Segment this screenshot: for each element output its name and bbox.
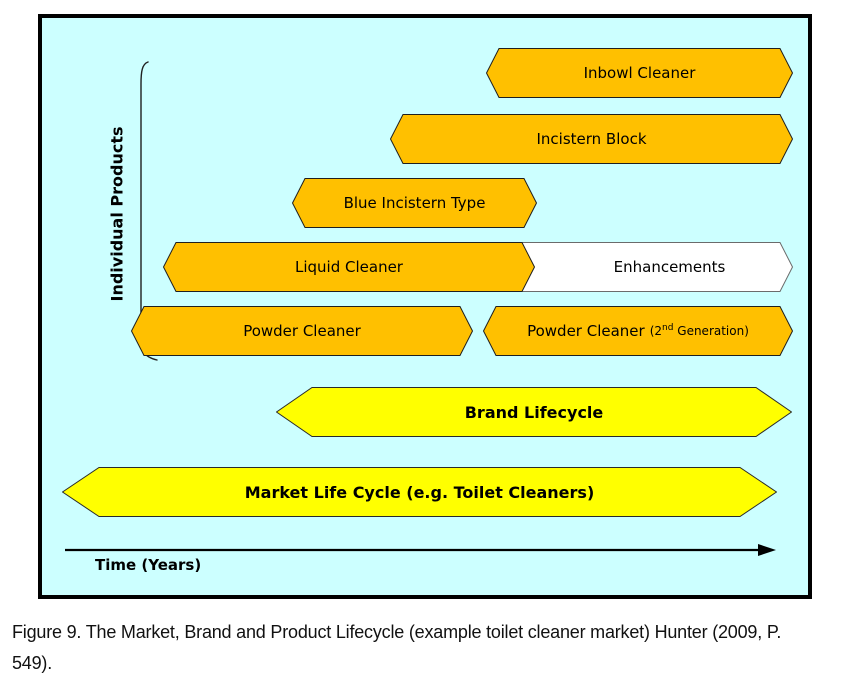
banner-shape xyxy=(62,467,777,517)
figure-caption-line-2: 549). xyxy=(12,653,53,673)
time-axis-label: Time (Years) xyxy=(95,556,202,574)
product-banner-powder-cleaner: Powder Cleaner xyxy=(131,306,473,356)
product-banner-label-main: Powder Cleaner xyxy=(527,322,645,340)
banner-shape xyxy=(131,306,473,356)
figure-caption: Figure 9. The Market, Brand and Product … xyxy=(12,617,842,679)
group-bracket-icon xyxy=(140,61,158,361)
product-banner-powder-cleaner-2nd-gen: Powder Cleaner(2nd Generation) xyxy=(483,306,793,356)
banner-shape xyxy=(276,387,792,437)
product-banner-label: Liquid Cleaner xyxy=(295,258,403,276)
product-banner-label: Powder Cleaner xyxy=(243,322,361,340)
figure-caption-line-1: Figure 9. The Market, Brand and Product … xyxy=(12,622,782,642)
time-axis-arrow-icon xyxy=(65,544,776,556)
product-banner-liquid-cleaner: Liquid Cleaner xyxy=(163,242,535,292)
product-banner-label-generation: (2nd Generation) xyxy=(649,323,749,339)
product-banner-label: Blue Incistern Type xyxy=(343,194,486,212)
product-banner-enhancements: Enhancements xyxy=(520,242,793,292)
banner-shape xyxy=(483,306,793,356)
market-lifecycle-arrow: Market Life Cycle (e.g. Toilet Cleaners) xyxy=(62,467,777,517)
product-banner-label: Enhancements xyxy=(613,258,726,276)
market-lifecycle-label: Market Life Cycle (e.g. Toilet Cleaners) xyxy=(244,482,595,502)
product-banner-label: Powder Cleaner(2nd Generation) xyxy=(483,306,793,356)
banner-shape xyxy=(390,114,793,164)
product-banner-label: Incistern Block xyxy=(536,130,647,148)
brand-lifecycle-label: Brand Lifecycle xyxy=(464,402,604,422)
product-banner-blue-incistern-type: Blue Incistern Type xyxy=(292,178,537,228)
brand-lifecycle-arrow: Brand Lifecycle xyxy=(276,387,792,437)
banner-shape xyxy=(292,178,537,228)
banner-shape xyxy=(163,242,535,292)
product-banner-incistern-block: Incistern Block xyxy=(390,114,793,164)
banner-shape xyxy=(486,48,793,98)
y-axis-label: Individual Products xyxy=(107,126,127,302)
product-banner-inbowl-cleaner: Inbowl Cleaner xyxy=(486,48,793,98)
product-banner-label: Inbowl Cleaner xyxy=(583,64,696,82)
